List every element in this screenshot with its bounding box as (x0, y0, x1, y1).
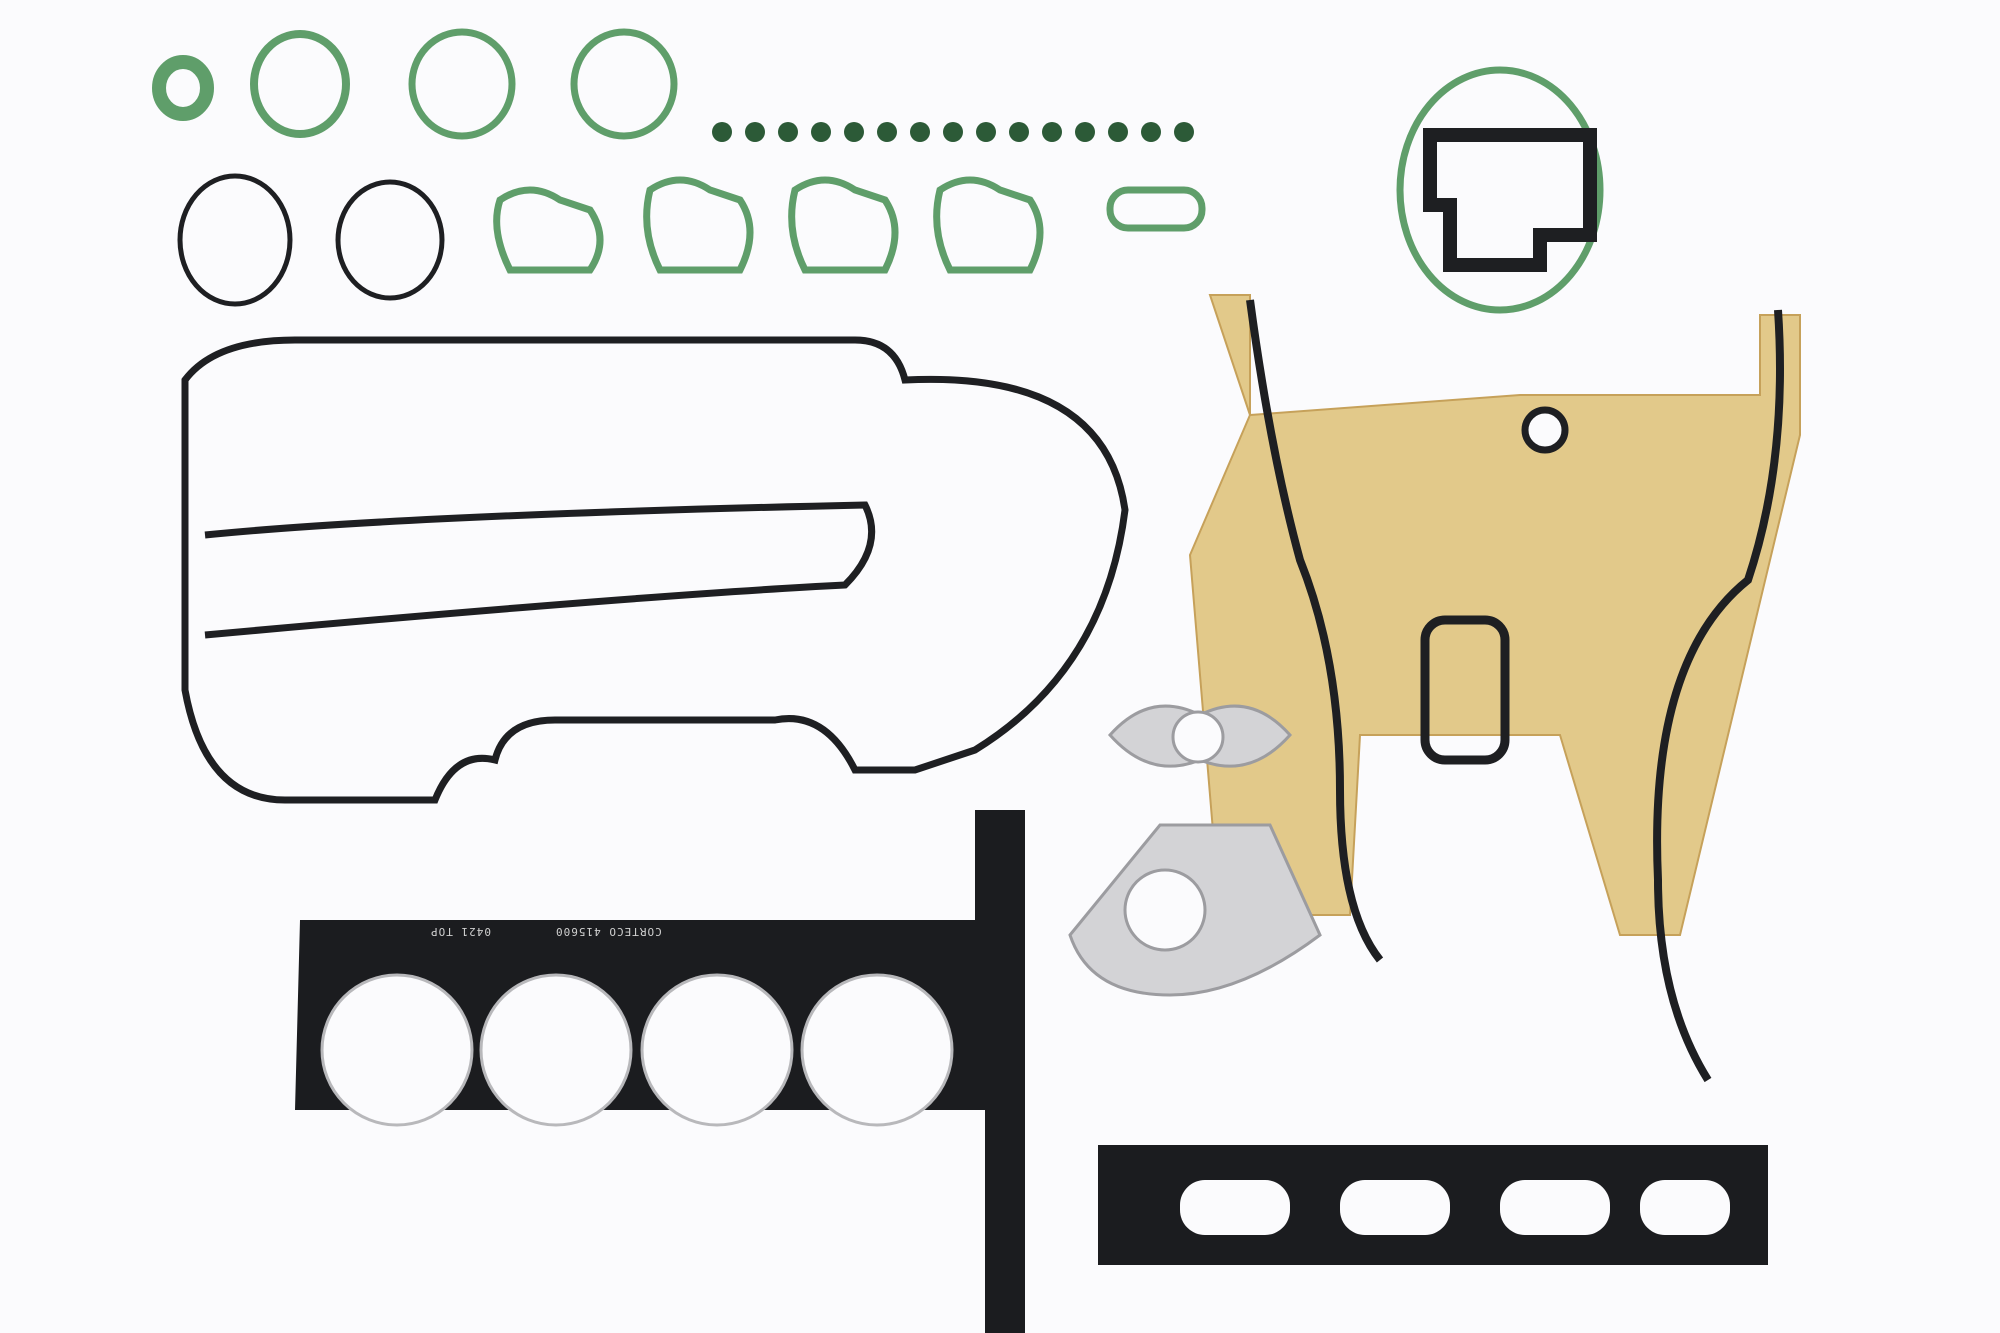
valve-cover-gasket (181, 336, 1129, 804)
head-gasket-mark-text: 0421 TOP (430, 925, 491, 938)
green-intake-gaskets (493, 176, 1206, 274)
black-o-rings (177, 173, 445, 307)
head-gasket-brand-text: CORTECO 415600 (555, 925, 662, 938)
large-green-o-ring (1396, 66, 1604, 314)
exhaust-metal-gaskets (1068, 704, 1322, 997)
cylinder-head-gasket (295, 810, 1025, 1333)
timing-cover-gaskets (1188, 294, 1801, 1083)
green-seal-rings (152, 28, 678, 140)
valve-stem-seals (712, 122, 1194, 142)
exhaust-manifold-gasket (1098, 1145, 1768, 1265)
